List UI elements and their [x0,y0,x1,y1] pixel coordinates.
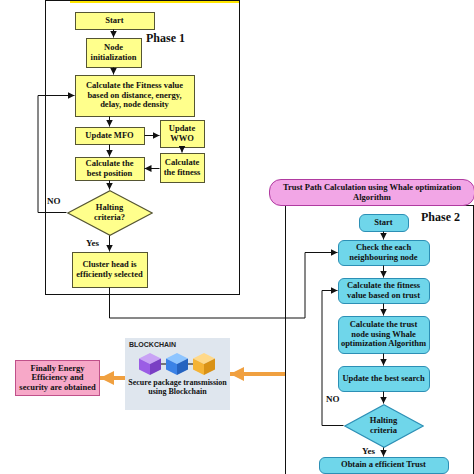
process-box: Node initialization [86,38,142,68]
connector-arrow [383,232,384,240]
node-text: Update WWO [163,124,202,143]
connector-arrow [113,30,114,38]
diamond-shape [67,190,151,234]
node-text: Halting criteria [359,416,409,435]
connector-arrow [383,392,384,404]
node-text: Update the best search [342,374,424,383]
node-text: Calculate the trust node using Whale opt… [341,320,427,348]
panel-heading: BLOCKCHAIN [129,341,176,348]
node-text: Update MFO [85,131,133,140]
edge-label: Yes [362,446,375,456]
edge-label: Yes [86,238,99,248]
connector-arrow [109,181,110,190]
node-text: Calculate the fitness value based on tru… [341,281,427,300]
phase-label: Phase 2 [421,210,460,225]
process-box: Update the best search [338,366,430,392]
process-box: Calculate the fitness [160,153,205,183]
edge-label: NO [326,394,340,404]
node-text: Start [105,16,123,25]
terminal-box: Start [359,214,409,232]
node-text: Calculate the Fitness value based on dis… [78,81,192,109]
connector-arrow [383,448,384,457]
result-box: Finally Energy Efficiency and security a… [15,360,100,396]
flow-arrow [230,372,285,376]
process-box: Update WWO [160,120,205,148]
flow-arrow [100,376,125,380]
process-box: Check the each neighbouring node [338,240,430,266]
diamond-shape [344,404,422,446]
connector-arrow [113,68,114,75]
process-box: Update MFO [75,127,145,145]
process-box: Calculate the trust node using Whale opt… [338,316,430,354]
process-box: Calculate the Fitness value based on dis… [75,75,195,117]
phase-label: Phase 1 [146,31,185,46]
connector-arrow [109,145,110,157]
node-text: Cluster head is efficiently selected [75,260,145,279]
connector-arrow [383,354,384,366]
connector-arrow [322,291,344,426]
process-box: Obtain a efficient Trust [319,457,449,474]
decision-diamond: Halting criteria [344,404,424,448]
process-box: Start [75,12,155,30]
connector-arrow [383,266,384,278]
process-box: Calculate the fitness value based on tru… [338,278,430,304]
connector-arrow [109,236,110,252]
process-box: Calculate the best position [75,157,145,181]
header-band: Trust Path Calculation using Whale optim… [269,179,474,206]
connector-arrow [109,117,110,127]
node-text: Start [374,218,392,227]
phase-container: Phase 1 StartNode initializationCalculate… [45,0,240,295]
node-text: Calculate the best position [78,159,142,178]
process-box: Cluster head is efficiently selected [72,252,148,288]
panel-text: Secure package transmission using Blockc… [127,379,228,397]
node-text: Finally Energy Efficiency and security a… [18,364,97,392]
connector-arrow [383,304,384,316]
edge-label: NO [47,196,61,206]
decision-diamond: Halting criteria? [67,190,153,236]
node-text: Check the each neighbouring node [341,243,427,262]
connector-arrow [145,135,160,136]
connector-arrow [38,96,75,213]
node-text: Halting criteria? [85,203,135,222]
connector-arrow [145,168,160,169]
node-text: Node initialization [89,43,139,62]
phase-container: Trust Path Calculation using Whale optim… [285,205,474,474]
node-text: Obtain a efficient Trust [341,460,426,469]
node-text: Calculate the fitness [163,158,202,177]
blockchain-panel: BLOCKCHAIN Secure package transmission us… [125,338,230,410]
